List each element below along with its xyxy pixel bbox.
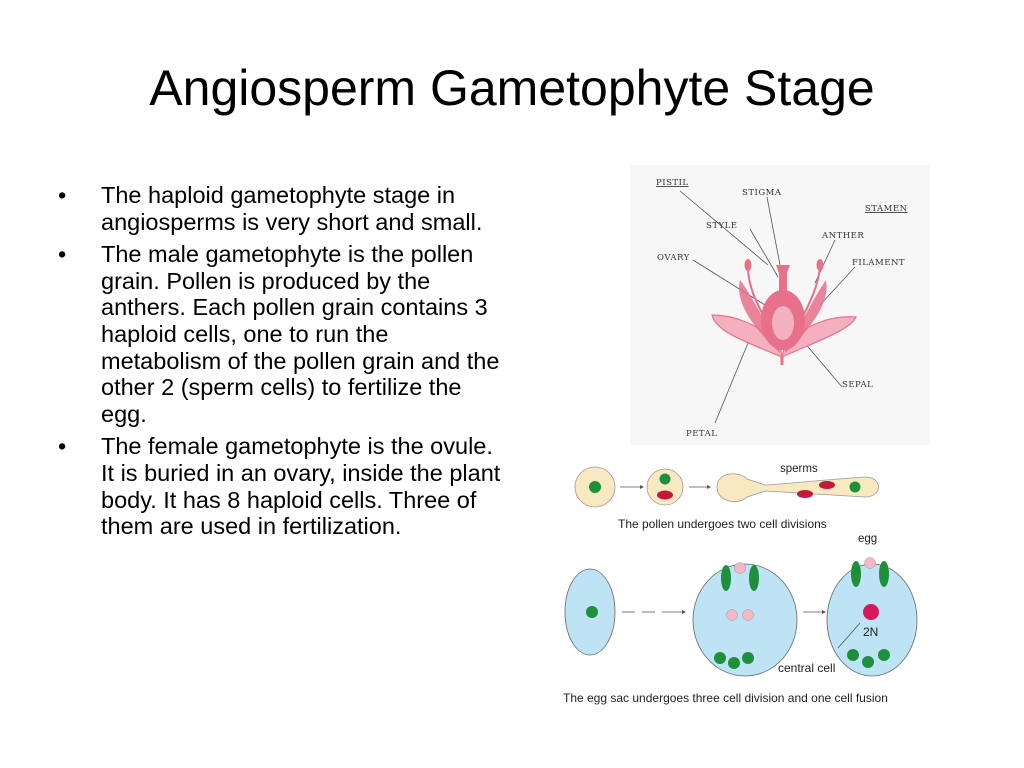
antipodal-cell: [862, 656, 874, 668]
sperm-cell: [657, 490, 673, 500]
antipodal-cell: [878, 649, 890, 661]
synergid: [749, 565, 759, 591]
bullet-item: The male gametophyte is the pollen grain…: [58, 241, 503, 427]
sperms-label: sperms: [780, 463, 818, 475]
egg-sac: [692, 563, 798, 677]
label-sepal: SEPAL: [842, 380, 873, 390]
label-stigma: STIGMA: [742, 188, 782, 198]
label-stamen: STAMEN: [865, 204, 908, 214]
flower-diagram: PISTIL STIGMA STAMEN STYLE ANTHER OVARY …: [630, 165, 930, 445]
synergid: [721, 565, 731, 591]
pollen-tube: [716, 473, 879, 502]
eggsac-caption: The egg sac undergoes three cell divisio…: [563, 691, 888, 705]
pollen-diagram: sperms The pollen undergoes two cell div…: [574, 463, 879, 531]
flower-shape: [711, 259, 857, 365]
arrow-head: [640, 485, 644, 489]
2n-label: 2N: [863, 625, 878, 639]
bullet-item: The haploid gametophyte stage in angiosp…: [58, 182, 503, 235]
tube-nucleus: [849, 481, 861, 493]
sperm-cell: [797, 490, 813, 498]
egg-cell: [864, 557, 876, 569]
bullet-list: The haploid gametophyte stage in angiosp…: [58, 182, 503, 546]
label-style: STYLE: [706, 221, 737, 231]
synergid: [879, 561, 889, 587]
antipodal-cell: [728, 657, 740, 669]
label-filament: FILAMENT: [852, 258, 905, 268]
bullet-item: The female gametophyte is the ovule. It …: [58, 433, 503, 539]
slide-title: Angiosperm Gametophyte Stage: [149, 60, 875, 116]
central-cell-label: central cell: [778, 661, 835, 675]
label-pistil: PISTIL: [656, 178, 689, 188]
arrow-head: [707, 485, 711, 489]
pollen-grain: [646, 468, 684, 506]
pointer-line: [837, 622, 861, 649]
nucleus: [659, 473, 671, 485]
antipodal-cell: [714, 652, 726, 664]
antipodal-cell: [742, 652, 754, 664]
label-petal: PETAL: [686, 429, 717, 439]
fused-central-nucleus: [863, 604, 879, 620]
sperm-cell: [819, 481, 835, 489]
synergid: [851, 561, 861, 587]
nucleus: [586, 606, 598, 618]
eggsac-diagram: egg 2N central cell The egg sac undergoe…: [563, 533, 918, 705]
label-ovary: OVARY: [657, 253, 690, 263]
flower-labels: PISTIL STIGMA STAMEN STYLE ANTHER OVARY …: [656, 178, 908, 439]
pollen-caption: The pollen undergoes two cell divisions: [618, 517, 827, 531]
egg-cell: [734, 562, 746, 574]
nucleus: [589, 481, 601, 493]
egg-label: egg: [858, 533, 877, 545]
label-anther: ANTHER: [821, 231, 864, 241]
polar-nucleus: [726, 609, 738, 621]
arrow-head: [822, 610, 826, 614]
polar-nucleus: [742, 609, 754, 621]
antipodal-cell: [847, 649, 859, 661]
arrow-head: [682, 610, 686, 614]
